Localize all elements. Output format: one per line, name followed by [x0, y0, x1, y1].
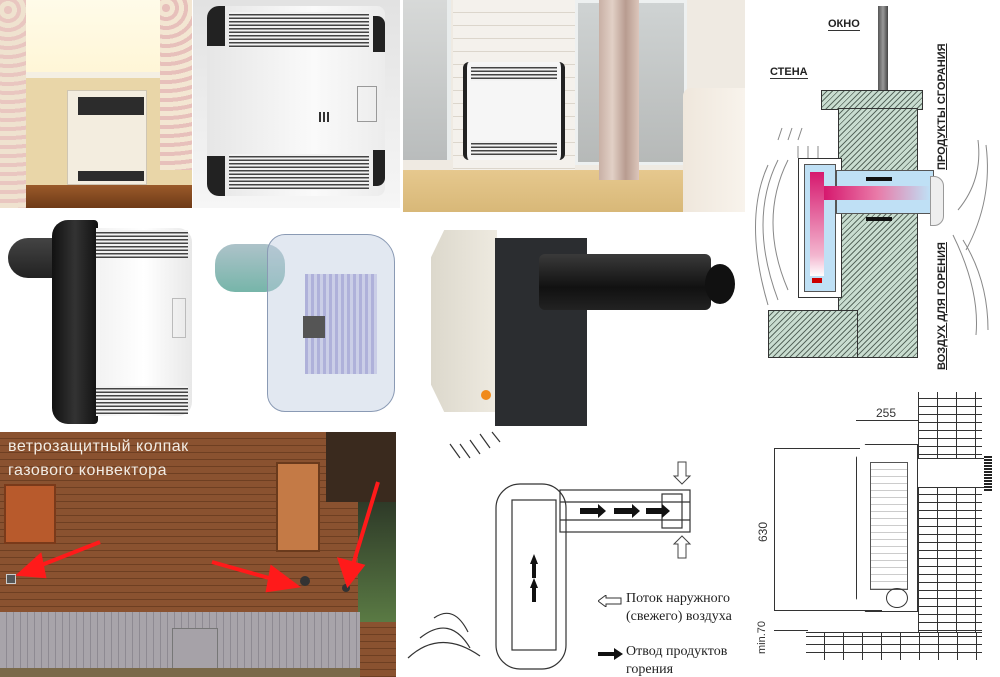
floor-ext [774, 630, 808, 631]
photo-convector-interior-room [403, 0, 745, 212]
floor [0, 185, 192, 208]
exhaust-channel [824, 186, 930, 200]
black-pipe [539, 254, 711, 310]
window-right [276, 462, 320, 552]
wind-cap-2 [300, 576, 310, 586]
curtain-right [160, 0, 192, 170]
curtain-left [0, 0, 26, 208]
wind-cap-3 [342, 584, 350, 592]
height-value: 630 [756, 521, 770, 542]
pipe-end-cap [705, 264, 735, 304]
diagram-installation-dimensions: 255 630 min.70 [752, 392, 1000, 677]
airflow-scheme-drawing-icon [407, 431, 692, 670]
orange-knob [481, 390, 491, 400]
depth-value: 255 [876, 406, 897, 420]
airflow-arrows-icon [755, 127, 989, 336]
burner [886, 588, 908, 608]
brand-logo-icon [319, 112, 331, 122]
gas-valve [303, 316, 325, 338]
hollow-arrow-left-icon [598, 595, 622, 607]
brick-wall [918, 392, 982, 654]
render-transparent-convector [205, 214, 410, 428]
window-light [18, 0, 168, 75]
pipe-grille [984, 456, 992, 492]
control-door [357, 86, 377, 122]
depth-dim-line [856, 420, 918, 421]
ground [0, 668, 360, 677]
white-casing [431, 230, 497, 412]
red-arrows-icon [15, 481, 380, 593]
height-ext-bottom [774, 610, 882, 611]
flue-pipe [908, 458, 990, 488]
window-rod [878, 6, 888, 90]
photo-convector-under-window [0, 0, 192, 208]
front-panel [96, 228, 192, 416]
porch [326, 432, 396, 502]
wall-label: СТЕНА [770, 66, 808, 79]
caption-line-1: ветрозащитный колпак [8, 438, 189, 455]
convector-unit [463, 62, 565, 160]
solid-arrow-right-icon [598, 648, 623, 660]
shutters-left [4, 484, 56, 544]
photo-white-convector-front [193, 0, 400, 208]
diagram-wall-cross-section: ОКНО СТЕНА ПРОДУКТЫ СГОРАНИЯ ВОЗДУХ ДЛЯ … [748, 0, 1000, 380]
wall-floor [768, 310, 858, 358]
convector-unit [67, 90, 147, 185]
pipe-cap [930, 176, 944, 226]
legend-exhaust-line2: горения [626, 662, 674, 677]
photo-house-wall-with-caps: ветрозащитный колпак газового конвектора [0, 432, 396, 677]
photo-convector-with-pipe [0, 214, 200, 428]
intake-arrow-top [866, 177, 892, 181]
heat-exchanger [810, 172, 824, 276]
window-label: ОКНО [828, 18, 860, 31]
burner-flame [812, 278, 822, 283]
curtain [599, 0, 639, 180]
wind-cap-1 [6, 574, 16, 584]
photo-convector-side-black-pipe [415, 214, 745, 428]
diagram-airflow-scheme: Поток наружного (свежего) воздуха Отвод … [400, 428, 750, 677]
brick-floor [806, 632, 982, 660]
control-door [172, 298, 186, 338]
caption-line-2: газового конвектора [8, 462, 167, 479]
bed [683, 88, 745, 212]
legend-exhaust-line1: Отвод продуктов [626, 644, 728, 659]
window-left [403, 0, 451, 160]
convector-internals [870, 462, 908, 590]
height-ext-top [774, 448, 860, 449]
convector-body [207, 6, 385, 196]
floor-clearance-value: min.70 [756, 620, 768, 654]
height-dim-line [774, 448, 775, 610]
legend-fresh-air-line2: (свежего) воздуха [626, 609, 732, 624]
window-sill [14, 72, 174, 78]
side-panel [52, 220, 98, 424]
intake-arrow-bottom [866, 217, 892, 221]
legend-fresh-air-line1: Поток наружного [626, 591, 731, 606]
